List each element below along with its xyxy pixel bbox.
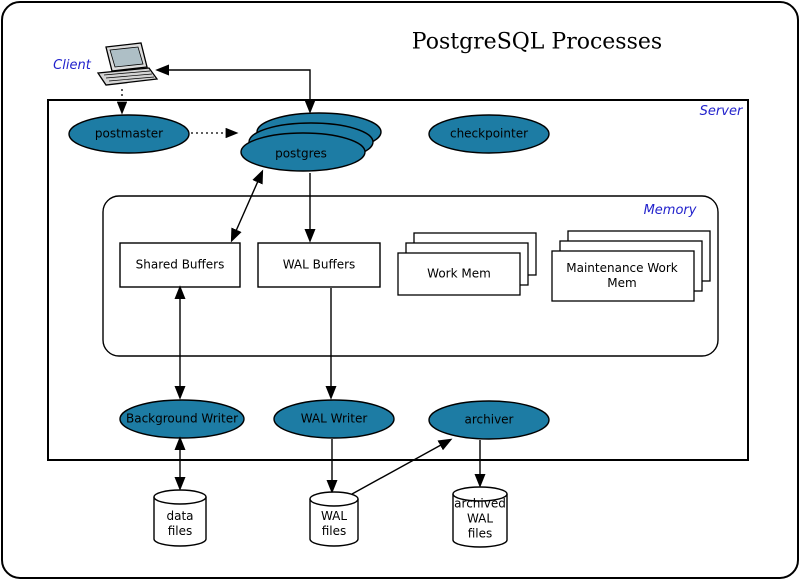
wal-files-label: WAL files [320, 509, 348, 538]
archiver-ellipse [428, 400, 550, 440]
wal-files-cylinder [309, 491, 359, 547]
arrow-postgres-shared-buffers [230, 169, 264, 243]
maintenance-work-mem-stack [551, 230, 711, 302]
wal-writer-ellipse [273, 399, 395, 439]
shared-buffers-box [119, 242, 241, 288]
client-region-label: Client [53, 57, 91, 73]
server-region-label: Server [699, 103, 743, 119]
memory-box [102, 195, 719, 357]
data-files-label: data files [166, 509, 194, 538]
work-mem-label: Work Mem [427, 266, 491, 281]
data-files-cylinder [153, 489, 207, 547]
work-mem-stack [397, 232, 537, 296]
archived-wal-files-label: archived WAL files [454, 496, 506, 541]
shared-buffers-label: Shared Buffers [135, 257, 225, 272]
wal-buffers-box [257, 242, 381, 288]
archiver-label: archiver [464, 412, 514, 427]
maintenance-work-mem-label: Maintenance Work Mem [566, 261, 678, 290]
postgres-stack [240, 112, 382, 172]
server-box [47, 99, 749, 461]
wal-writer-label: WAL Writer [300, 411, 368, 426]
arrow-client-postgres [155, 64, 316, 114]
checkpointer-label: checkpointer [449, 126, 529, 141]
postmaster-ellipse [68, 114, 190, 154]
arrow-wal-files-archiver [351, 438, 453, 495]
background-writer-label: Background Writer [125, 411, 239, 426]
page-title: PostgreSQL Processes [411, 29, 663, 55]
archived-wal-files-cylinder [452, 486, 508, 548]
postmaster-label: postmaster [94, 126, 164, 141]
postgres-label: postgres [275, 146, 327, 161]
client-computer-icon [96, 42, 159, 86]
memory-region-label: Memory [643, 202, 697, 218]
checkpointer-ellipse [428, 114, 550, 154]
wal-buffers-label: WAL Buffers [282, 257, 356, 272]
